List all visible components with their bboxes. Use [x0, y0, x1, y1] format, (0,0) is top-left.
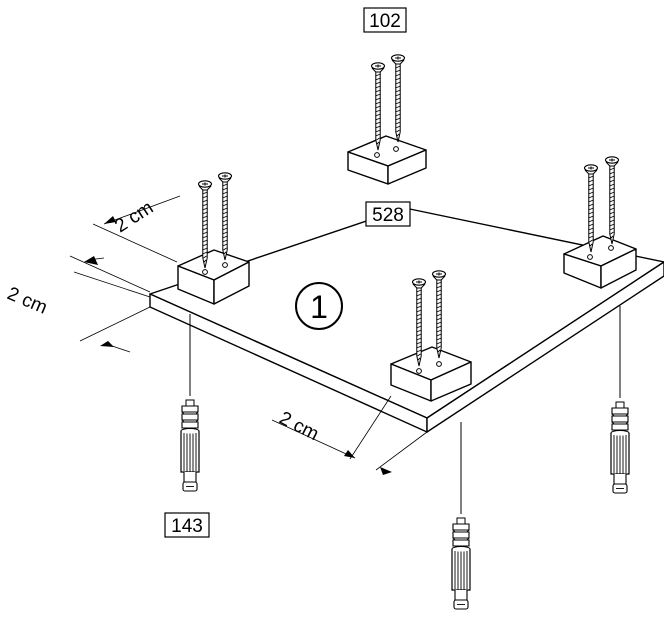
block-right [563, 235, 637, 289]
block-back [347, 135, 427, 185]
part-label-blocks: 528 [365, 201, 411, 227]
part-label-screws: 102 [363, 7, 407, 33]
board [149, 207, 664, 433]
dimension-label-front: 2 cm [276, 408, 322, 445]
part-label-dowels: 143 [164, 512, 210, 538]
block-front [390, 346, 472, 402]
dowel-left [180, 314, 200, 492]
block-left [177, 249, 250, 305]
svg-text:143: 143 [171, 516, 203, 537]
screws-back [370, 54, 406, 151]
step-number-badge: 1 [295, 282, 343, 330]
dowel-right [610, 306, 630, 494]
dimension-label-left-top: 2 cm [111, 197, 157, 237]
svg-text:102: 102 [369, 11, 401, 32]
dimension-left-top: 2 cm [69, 195, 181, 293]
dimension-label-left-side: 2 cm [4, 283, 50, 318]
dimension-left-side: 2 cm [4, 256, 151, 353]
step-number: 1 [310, 289, 328, 325]
svg-text:528: 528 [372, 205, 404, 226]
dowel-front [451, 422, 471, 610]
